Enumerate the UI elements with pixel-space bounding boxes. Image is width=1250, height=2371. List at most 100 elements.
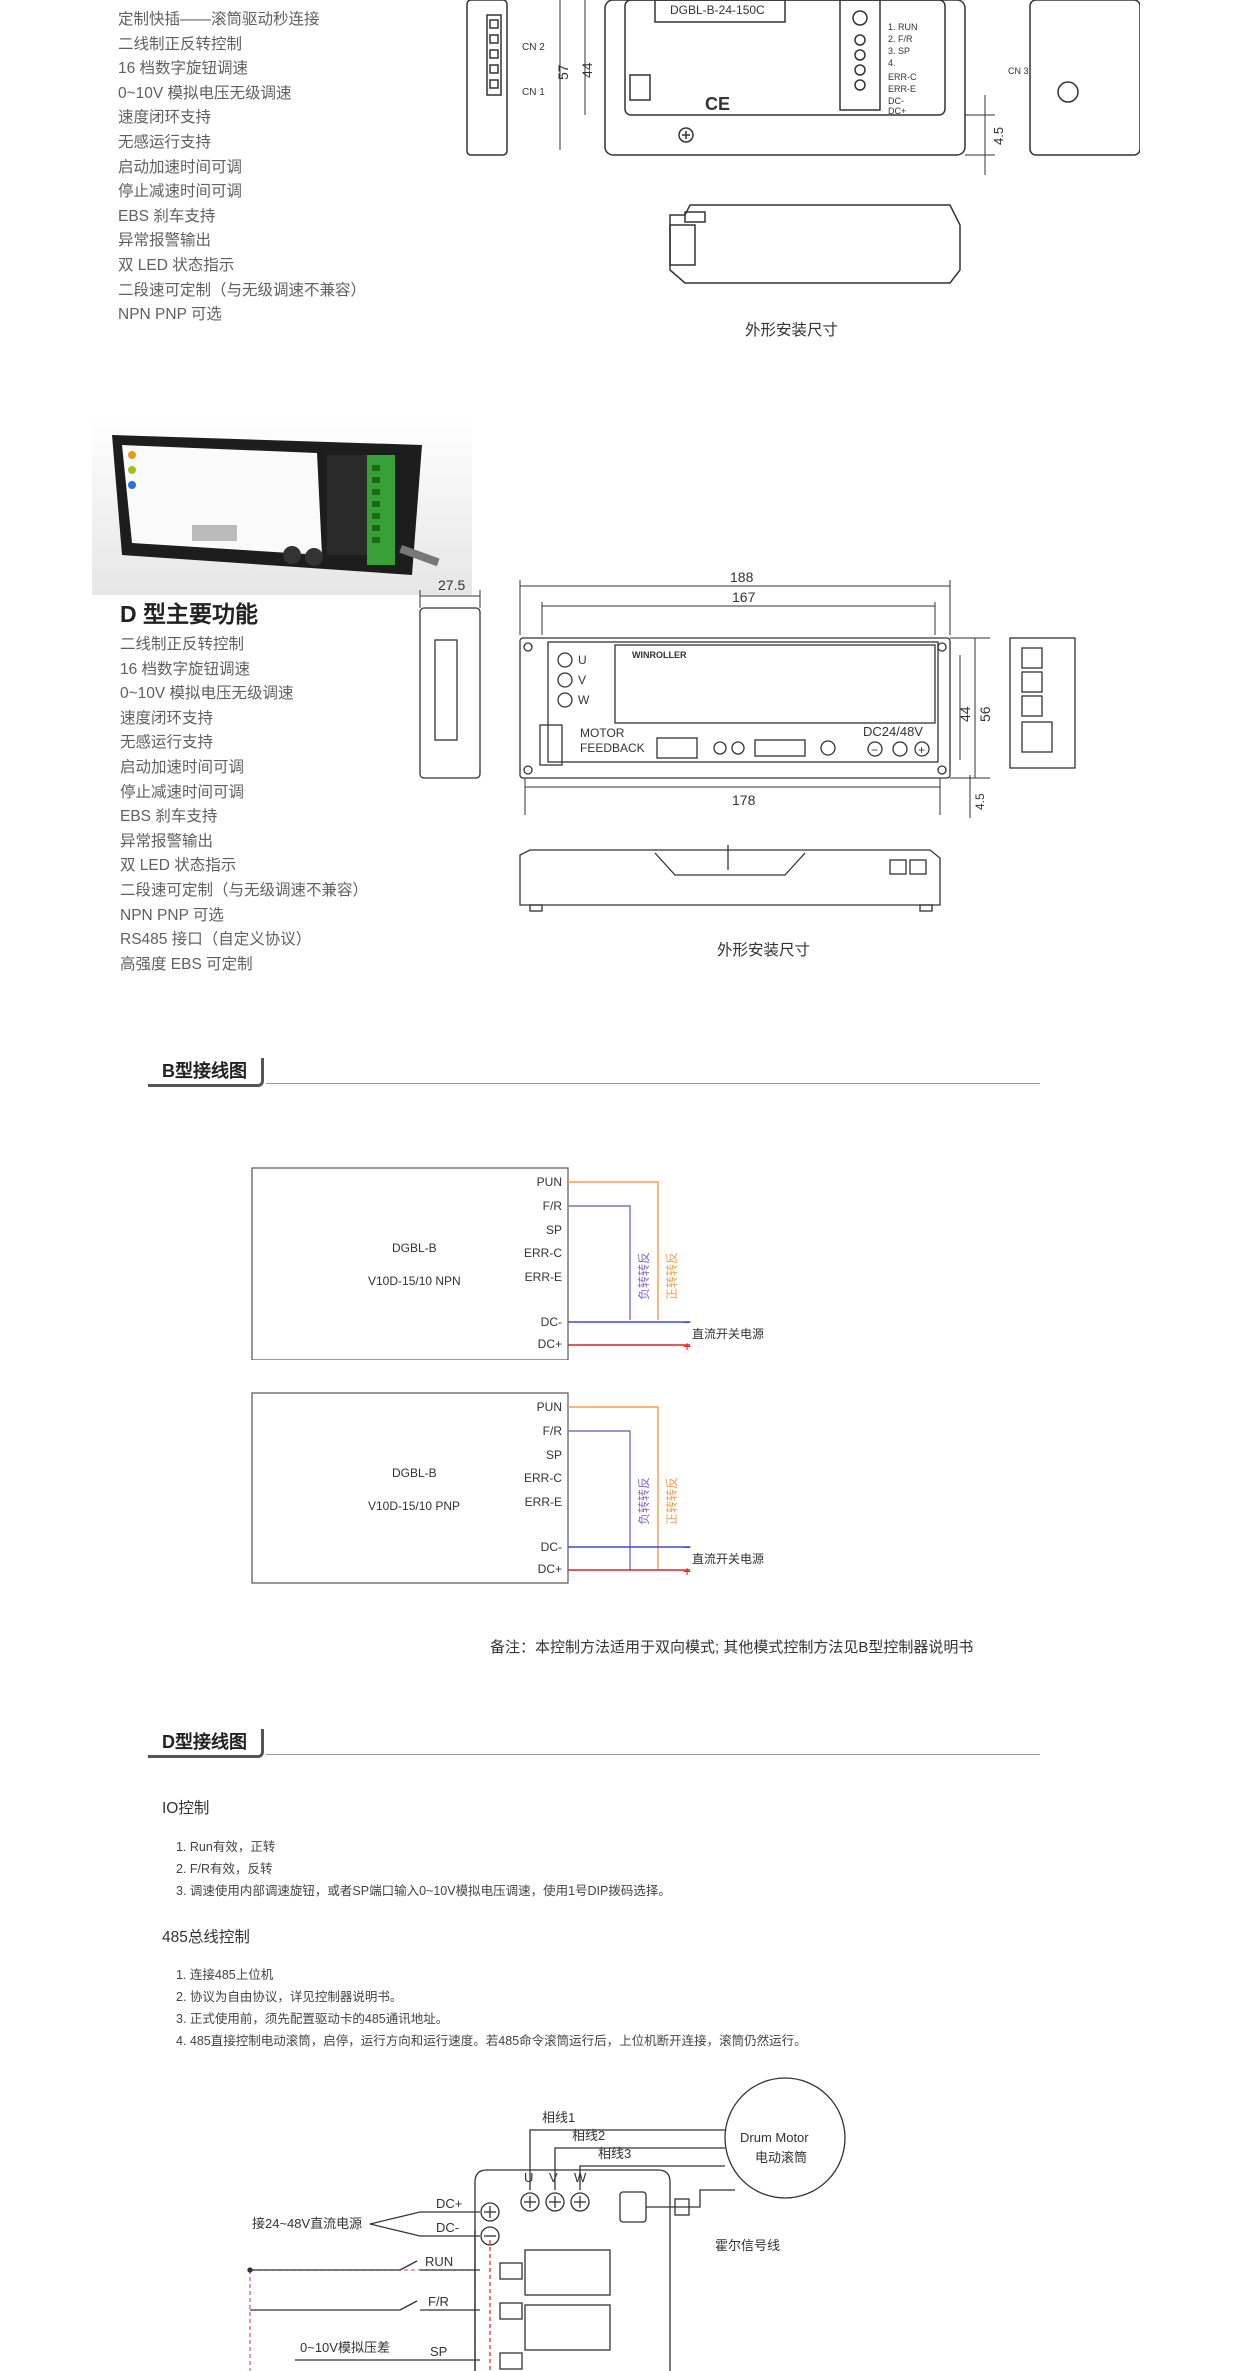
svg-text:+: + xyxy=(683,1563,691,1579)
svg-text:44: 44 xyxy=(579,62,595,78)
feature-item: EBS 刹车支持 xyxy=(118,207,216,225)
svg-text:CN 1: CN 1 xyxy=(522,87,545,98)
svg-text:SP: SP xyxy=(546,1223,562,1237)
svg-text:4.5: 4.5 xyxy=(991,127,1006,145)
feature-item: 异常报警输出 xyxy=(120,832,214,850)
svg-text:56: 56 xyxy=(977,706,993,722)
ce-mark: CE xyxy=(705,94,730,114)
feature-item: 16 档数字旋钮调速 xyxy=(118,60,249,78)
feature-item: 停止减速时间可调 xyxy=(120,783,245,801)
io-control-list: 1. Run有效，正转 2. F/R有效，反转 3. 调速使用内部调速旋钮，或者… xyxy=(176,1836,671,1902)
feature-item: 高强度 EBS 可定制 xyxy=(120,955,253,973)
feature-item: 0~10V 模拟电压无级调速 xyxy=(120,685,294,703)
svg-text:相线1: 相线1 xyxy=(542,2110,575,2125)
svg-text:PUN: PUN xyxy=(537,1175,562,1189)
svg-text:ERR-E: ERR-E xyxy=(525,1495,562,1509)
svg-text:ERR-E: ERR-E xyxy=(525,1270,562,1284)
feature-item: 速度闭环支持 xyxy=(118,109,212,127)
d-features-title: D 型主要功能 xyxy=(120,601,258,627)
svg-text:ERR-C: ERR-C xyxy=(888,72,917,82)
svg-text:DC-: DC- xyxy=(888,96,904,106)
bus-control-title: 485总线控制 xyxy=(162,1929,250,1946)
svg-text:DGBL-B: DGBL-B xyxy=(392,1466,437,1480)
feature-item: 启动加速时间可调 xyxy=(120,758,245,776)
svg-text:U: U xyxy=(578,653,587,667)
d-feature-list: 二线制正反转控制 16 档数字旋钮调速 0~10V 模拟电压无级调速 速度闭环支… xyxy=(120,633,368,977)
d-drawing-caption: 外形安装尺寸 xyxy=(717,942,811,959)
svg-text:U: U xyxy=(524,2170,533,2185)
svg-text:DGBL-B: DGBL-B xyxy=(392,1241,437,1255)
svg-text:44: 44 xyxy=(957,706,973,722)
reverse-label: 负转转反 xyxy=(636,1252,651,1300)
d-wiring-diagram: 相线1 相线2 相线3 U V W Drum Motor 电动滚筒 DC+ DC… xyxy=(247,2077,846,2371)
feature-item: 定制快插——滚筒驱动秒连接 xyxy=(118,11,320,28)
list-item: 3. 正式使用前，须先配置驱动卡的485通讯地址。 xyxy=(176,2012,449,2026)
list-item: 4. 485直接控制电动滚筒，启停，运行方向和运行速度。若485命令滚筒运行后，… xyxy=(176,2034,807,2048)
feature-item: RS485 接口（自定义协议） xyxy=(120,931,312,949)
feature-item: 异常报警输出 xyxy=(118,232,212,250)
svg-text:RUN: RUN xyxy=(425,2254,453,2269)
svg-text:178: 178 xyxy=(732,792,756,808)
svg-text:ERR-C: ERR-C xyxy=(524,1246,562,1260)
svg-text:SP: SP xyxy=(546,1448,562,1462)
d-product-photo xyxy=(92,415,472,595)
svg-text:188: 188 xyxy=(730,569,754,585)
svg-text:DC-: DC- xyxy=(436,2220,459,2235)
svg-text:FEEDBACK: FEEDBACK xyxy=(580,741,645,755)
svg-text:3. SP: 3. SP xyxy=(888,46,910,56)
svg-text:相线3: 相线3 xyxy=(598,2146,631,2161)
header-rule xyxy=(266,1754,1040,1755)
svg-text:−: − xyxy=(683,1539,691,1555)
feature-item: 二线制正反转控制 xyxy=(118,35,243,53)
feature-item: 二段速可定制（与无级调速不兼容） xyxy=(120,881,369,899)
feature-item: 启动加速时间可调 xyxy=(118,158,243,176)
svg-text:DC-: DC- xyxy=(541,1540,562,1554)
svg-text:167: 167 xyxy=(732,589,756,605)
svg-text:DC+: DC+ xyxy=(888,106,906,116)
svg-text:2. F/R: 2. F/R xyxy=(888,34,913,44)
feature-item: 二段速可定制（与无级调速不兼容） xyxy=(118,281,367,299)
svg-text:DC24/48V: DC24/48V xyxy=(863,724,923,739)
b-model-label: DGBL-B-24-150C xyxy=(670,3,765,17)
power-label: 直流开关电源 xyxy=(692,1327,764,1341)
svg-text:+: + xyxy=(918,743,925,757)
svg-text:4.5: 4.5 xyxy=(973,793,987,810)
svg-text:4.: 4. xyxy=(888,58,896,68)
svg-text:PUN: PUN xyxy=(537,1400,562,1414)
brand-label: WINROLLER xyxy=(632,650,687,660)
feature-item: NPN PNP 可选 xyxy=(118,306,222,324)
hall-signal-label: 霍尔信号线 xyxy=(715,2238,780,2253)
b-wiring-note: 备注：本控制方法适用于双向模式; 其他模式控制方法见B型控制器说明书 xyxy=(490,1639,974,1656)
svg-text:CN 2: CN 2 xyxy=(522,42,545,53)
svg-text:V10D-15/10 NPN: V10D-15/10 NPN xyxy=(368,1274,461,1288)
svg-text:V10D-15/10 PNP: V10D-15/10 PNP xyxy=(368,1499,460,1513)
header-rule xyxy=(266,1083,1040,1084)
b-feature-list: 定制快插——滚筒驱动秒连接 二线制正反转控制 16 档数字旋钮调速 0~10V … xyxy=(118,8,366,328)
feature-item: 0~10V 模拟电压无级调速 xyxy=(118,84,292,102)
reverse-label: 负转转反 xyxy=(636,1477,651,1525)
list-item: 2. F/R有效，反转 xyxy=(176,1862,273,1876)
d-wiring-header: D型接线图 xyxy=(148,1729,1040,1758)
svg-text:SP: SP xyxy=(430,2344,447,2359)
list-item: 1. Run有效，正转 xyxy=(176,1840,276,1854)
svg-text:相线2: 相线2 xyxy=(572,2128,605,2143)
bus-control-list: 1. 连接485上位机 2. 协议为自由协议，详见控制器说明书。 3. 正式使用… xyxy=(176,1964,807,2052)
b-wiring-title: B型接线图 xyxy=(148,1058,264,1087)
svg-text:27.5: 27.5 xyxy=(438,577,465,593)
feature-item: 无感运行支持 xyxy=(120,734,214,752)
svg-text:MOTOR: MOTOR xyxy=(580,726,625,740)
svg-text:CN 3: CN 3 xyxy=(1008,66,1029,76)
b-drawing-caption: 外形安装尺寸 xyxy=(745,322,839,339)
analog-input-label: 0~10V模拟压差 xyxy=(300,2340,390,2355)
svg-text:F/R: F/R xyxy=(543,1199,563,1213)
svg-text:DC-: DC- xyxy=(541,1315,562,1329)
motor-label-en: Drum Motor xyxy=(740,2130,809,2145)
list-item: 1. 连接485上位机 xyxy=(176,1968,274,1982)
svg-text:+: + xyxy=(683,1338,691,1354)
feature-item: EBS 刹车支持 xyxy=(120,808,218,826)
feature-item: 速度闭环支持 xyxy=(120,709,214,727)
list-item: 2. 协议为自由协议，详见控制器说明书。 xyxy=(176,1990,403,2004)
feature-item: 二线制正反转控制 xyxy=(120,636,245,653)
svg-text:W: W xyxy=(578,693,590,707)
forward-label: 正转转反 xyxy=(664,1477,679,1525)
